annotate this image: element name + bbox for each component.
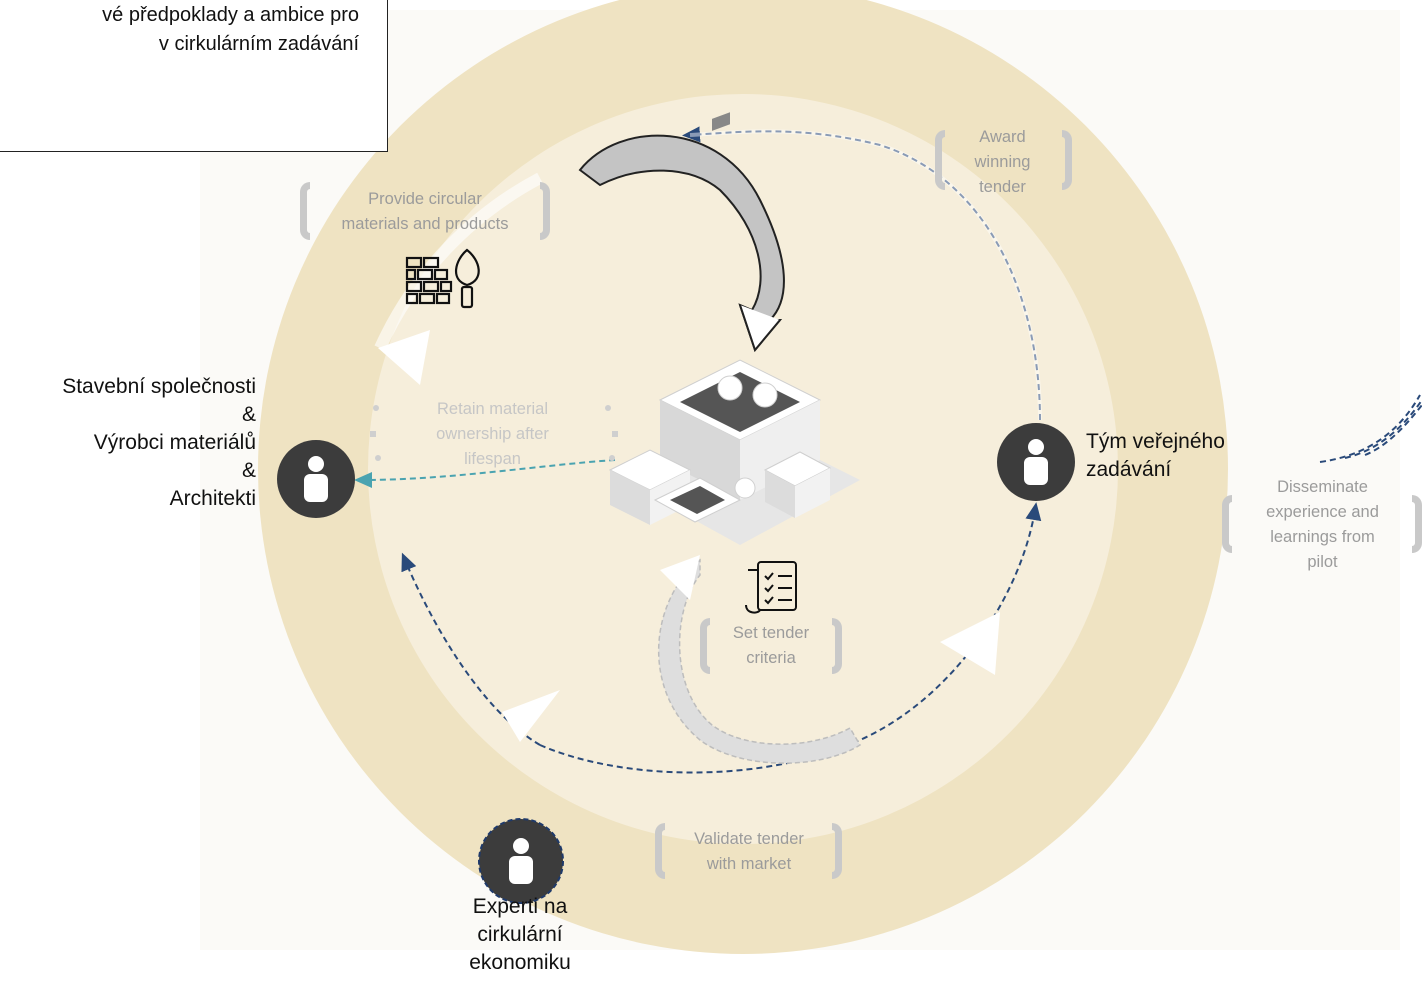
bracket-left	[1222, 495, 1232, 553]
actor-builders-line2: Výrobci materiálů	[93, 431, 256, 454]
step-retain-ownership: Retain material ownership after lifespan	[400, 397, 585, 472]
step-dissem-line2: experience and	[1266, 503, 1379, 521]
big-arrow-head	[739, 304, 781, 353]
callout-box: vé předpoklady a ambice pro v cirkulární…	[0, 0, 388, 152]
step-dissem-line3: learnings from	[1270, 528, 1375, 546]
retain-dots	[370, 405, 618, 461]
grey-arrow-head	[660, 555, 700, 600]
step-validate-tender: Validate tender with market	[668, 827, 830, 877]
actor-builders-line3: Architekti	[169, 487, 256, 510]
step-award-line3: tender	[979, 178, 1026, 196]
step-award-line2: winning	[974, 153, 1031, 171]
bracket-right	[832, 618, 842, 674]
bracket-right	[1062, 130, 1072, 190]
person-icon	[509, 838, 533, 884]
actor-procurement-line1: Tým veřejného	[1086, 430, 1225, 453]
step-provide-line1: Provide circular	[368, 190, 482, 208]
step-award-line1: Award	[979, 128, 1026, 146]
award-path-glow	[689, 129, 1042, 421]
person-icon	[304, 456, 328, 502]
step-retain-line1: Retain material	[437, 400, 548, 418]
avatar-circular-experts[interactable]	[478, 818, 564, 904]
actor-experts-line3: ekonomiku	[469, 951, 571, 974]
white-arrowhead-bottom-left	[502, 690, 560, 742]
actor-builders-amp1: &	[241, 403, 256, 426]
bracket-right	[1412, 495, 1422, 553]
avatar-procurement-team[interactable]	[997, 423, 1075, 501]
callout-text: vé předpoklady a ambice pro v cirkulární…	[102, 4, 359, 55]
actor-procurement-label: Tým veřejného zadávání	[1086, 428, 1286, 484]
step-disseminate: Disseminate experience and learnings fro…	[1240, 475, 1405, 575]
checklist-document-icon	[745, 561, 797, 614]
avatar-builders[interactable]	[277, 440, 355, 518]
grey-up-arrow	[658, 558, 862, 764]
actor-experts-line1: Experti na	[472, 895, 568, 918]
step-retain-line3: lifespan	[464, 450, 521, 468]
step-provide-line2: materials and products	[341, 215, 509, 233]
step-set-criteria: Set tender criteria	[712, 621, 830, 671]
step-dissem-line1: Disseminate	[1277, 478, 1368, 496]
bracket-right	[540, 182, 550, 240]
step-set-line1: Set tender	[732, 624, 810, 642]
bracket-left	[655, 823, 665, 879]
step-validate-line1: Validate tender	[694, 830, 804, 848]
actor-builders-label: Stavební společnosti & Výrobci materiálů…	[0, 373, 256, 513]
bracket-left	[935, 130, 945, 190]
bracket-left	[300, 182, 310, 240]
white-arrowhead-bottom-right	[940, 612, 1000, 675]
bracket-left	[700, 618, 710, 674]
arrow-to-procurement	[539, 502, 1042, 774]
step-validate-line2: with market	[706, 855, 792, 873]
step-provide-materials: Provide circular materials and products	[315, 187, 535, 237]
actor-builders-line1: Stavební společnosti	[62, 375, 256, 398]
actor-experts-label: Experti na cirkulární ekonomiku	[440, 893, 600, 977]
white-arrowhead-left	[378, 330, 430, 385]
person-icon	[1024, 439, 1048, 485]
step-dissem-line4: pilot	[1307, 553, 1338, 571]
actor-procurement-line2: zadávání	[1086, 458, 1172, 481]
actor-experts-line2: cirkulární	[477, 923, 563, 946]
inner-cycle-arc	[374, 172, 543, 351]
arrow-retain-ownership	[354, 459, 616, 488]
step-set-line2: criteria	[746, 649, 796, 667]
actor-builders-amp2: &	[241, 459, 256, 482]
brick-wall-trowel-icon	[405, 248, 480, 309]
building-complex-icon	[608, 112, 860, 545]
bracket-right	[832, 823, 842, 879]
disseminate-fan	[1319, 394, 1422, 463]
step-retain-line2: ownership after	[436, 425, 549, 443]
step-award-tender: Award winning tender	[950, 125, 1055, 200]
arrow-award-path	[682, 126, 1041, 421]
